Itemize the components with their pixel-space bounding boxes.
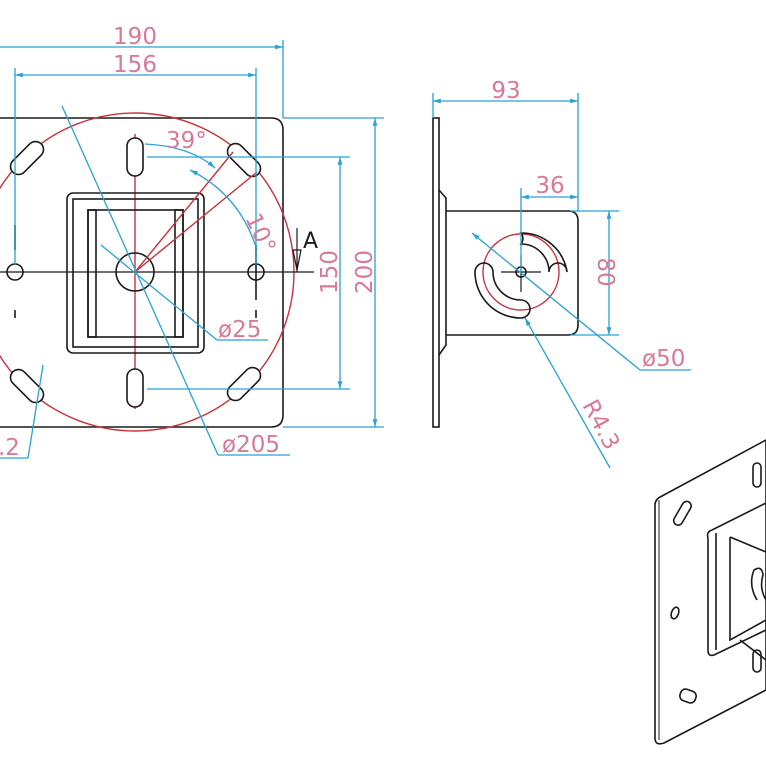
- slot-bottom: [126, 368, 144, 408]
- dia-50: ø50: [642, 346, 685, 372]
- dim-36: 36: [535, 173, 564, 199]
- dim-190: 190: [113, 24, 157, 50]
- dia-205: ø205: [222, 432, 280, 458]
- bracket-rail-left: [87, 209, 97, 338]
- arc-slot-lower: [474, 262, 531, 319]
- iso-plate: [654, 439, 766, 745]
- dia-25: ø25: [218, 317, 261, 343]
- angle-10: 10°: [240, 210, 281, 258]
- radius-4-3: R4.3: [577, 396, 625, 455]
- iso-bracket-frame: [707, 502, 766, 657]
- slot-bottom-right: [226, 366, 262, 402]
- dim-200: 200: [352, 250, 378, 294]
- iso-arc-slot: [750, 567, 766, 601]
- iso-slot: [672, 500, 692, 526]
- slot-top: [126, 137, 144, 177]
- slot-top-right: [226, 142, 262, 178]
- angle-arc-10: [189, 169, 258, 251]
- slot-bottom-left: [9, 368, 45, 404]
- dim-93: 93: [491, 78, 520, 104]
- bracket-frame-inner: [72, 198, 199, 348]
- bracket-flange: [438, 189, 447, 356]
- angle-ray: [134, 151, 234, 273]
- iso-slot: [752, 462, 762, 488]
- bracket-rail-right: [174, 209, 184, 338]
- iso-bracket-arm: [729, 536, 766, 661]
- arc-slot-upper: [519, 232, 568, 273]
- dim-150: 150: [317, 250, 343, 294]
- iso-slot: [679, 688, 697, 704]
- iso-hole: [670, 606, 680, 620]
- slot-top-left: [9, 140, 45, 176]
- leader-r43: [524, 317, 611, 469]
- center-hole: [115, 252, 155, 292]
- isometric-view: [654, 439, 766, 745]
- angle-39: 39°: [166, 128, 207, 154]
- slot-width-partial: .2: [0, 435, 20, 461]
- leader-25: [100, 244, 218, 341]
- plate-edge: [432, 117, 440, 428]
- bracket-outer-frame: [66, 192, 205, 354]
- section-label-a: A: [303, 229, 318, 254]
- front-view: 190 156 200 150 39° 10° ø205 ø25 .2 A: [0, 24, 384, 461]
- dim-156: 156: [113, 52, 157, 78]
- angle-arc-39: [144, 143, 216, 169]
- iso-slot: [752, 649, 762, 673]
- leader-slot-width: [27, 364, 44, 459]
- side-view: 93 36 80 ø50 R4.3: [432, 78, 691, 469]
- leader-205: [61, 105, 219, 456]
- section-arrow-icon: [292, 249, 302, 271]
- dim-80: 80: [592, 257, 618, 286]
- angle-ray: [134, 171, 258, 273]
- iso-bracket-frame-inner: [706, 529, 717, 650]
- leader-50: [471, 232, 641, 371]
